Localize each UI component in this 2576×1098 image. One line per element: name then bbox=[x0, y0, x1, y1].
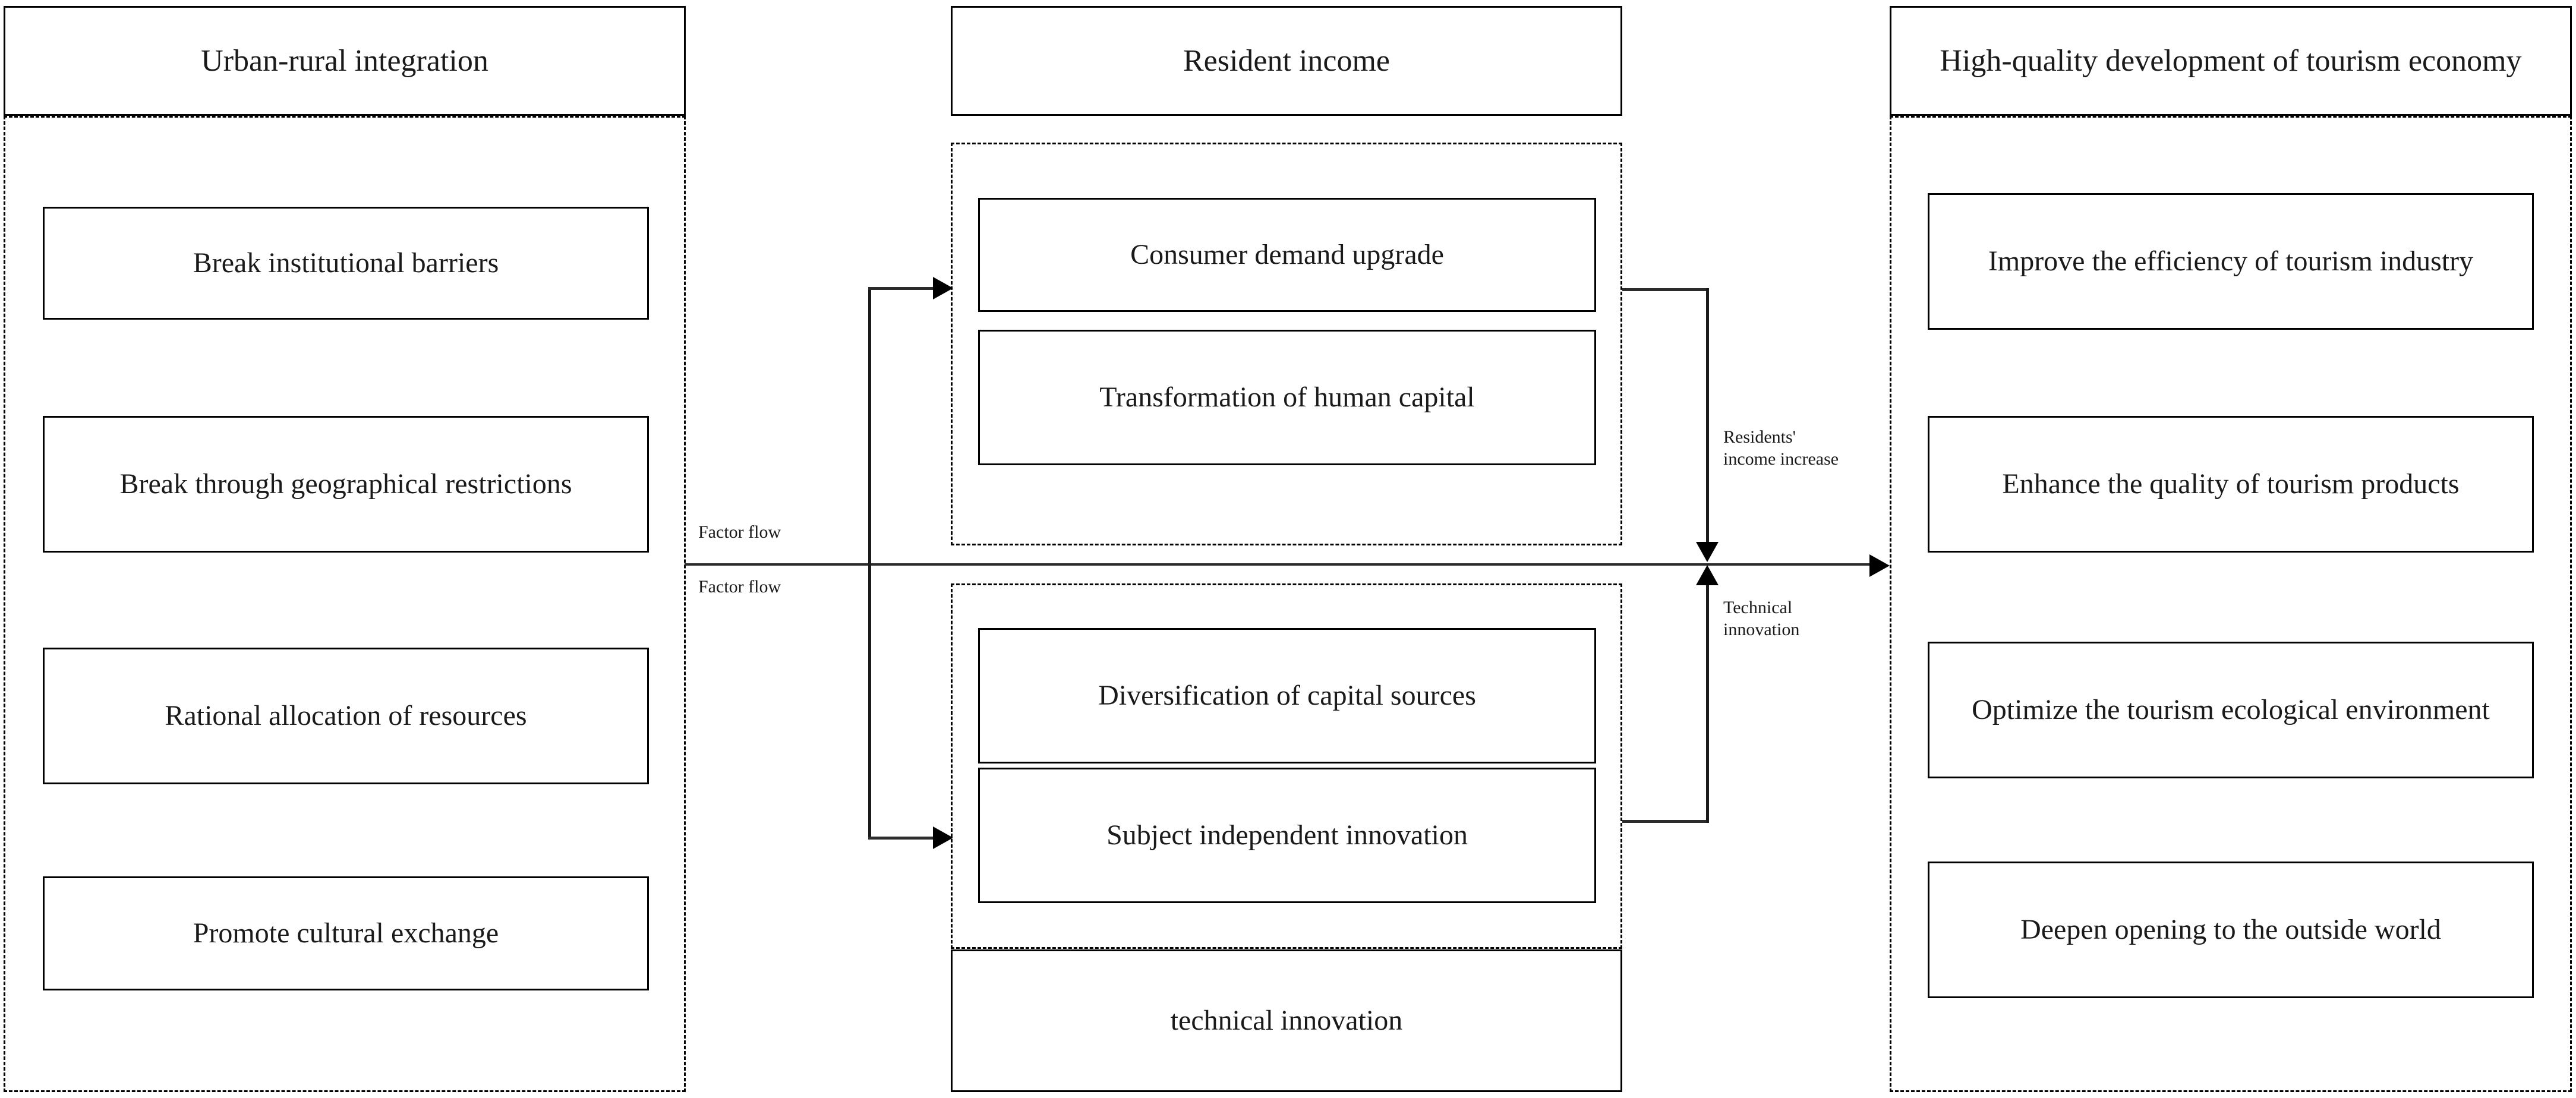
column-2-bottom-group bbox=[951, 583, 1622, 949]
factor-flow-branch-top-arrow bbox=[933, 277, 953, 299]
income-increase-label: Residents' income increase bbox=[1723, 427, 1839, 469]
column-2-header-label: Resident income bbox=[1183, 43, 1391, 78]
column-2-bottom-item-2-label: Subject independent innovation bbox=[1106, 819, 1468, 851]
technical-innovation-vertical-line bbox=[1706, 585, 1709, 823]
column-2-footer-label: technical innovation bbox=[1170, 1004, 1403, 1036]
technical-innovation-label: Technical innovation bbox=[1723, 598, 1800, 639]
column-3-item-3: Optimize the tourism ecological environm… bbox=[1928, 642, 2534, 778]
column-1-item-2-label: Break through geographical restrictions bbox=[119, 468, 572, 500]
column-2-top-group bbox=[951, 143, 1622, 545]
column-3-item-1: Improve the efficiency of tourism indust… bbox=[1928, 193, 2534, 330]
column-2-header: Resident income bbox=[951, 6, 1622, 116]
factor-flow-branch-bottom-line bbox=[868, 837, 937, 840]
column-2-bottom-item-2: Subject independent innovation bbox=[978, 768, 1596, 903]
technical-innovation-feed-line bbox=[1622, 820, 1708, 823]
column-3-container bbox=[1890, 116, 2572, 1092]
column-3-item-2-label: Enhance the quality of tourism products bbox=[2002, 468, 2460, 500]
column-3-header-label: High-quality development of tourism econ… bbox=[1940, 43, 2522, 78]
column-3-item-4: Deepen opening to the outside world bbox=[1928, 862, 2534, 998]
income-increase-vertical-line bbox=[1706, 288, 1709, 544]
column-3-item-4-label: Deepen opening to the outside world bbox=[2020, 913, 2441, 945]
column-3-item-3-label: Optimize the tourism ecological environm… bbox=[1972, 693, 2490, 725]
factor-flow-label-top: Factor flow bbox=[698, 522, 781, 542]
factor-flow-branch-bottom-arrow bbox=[933, 826, 953, 849]
column-2-top-item-2: Transformation of human capital bbox=[978, 330, 1596, 465]
column-3-header: High-quality development of tourism econ… bbox=[1890, 6, 2572, 116]
column-1-container bbox=[4, 116, 686, 1092]
column-2-bottom-item-1: Diversification of capital sources bbox=[978, 628, 1596, 763]
column-1-header-label: Urban-rural integration bbox=[201, 43, 488, 78]
trunk-terminal-arrow bbox=[1869, 554, 1890, 577]
column-2-bottom-item-1-label: Diversification of capital sources bbox=[1098, 679, 1476, 711]
column-1-header: Urban-rural integration bbox=[4, 6, 686, 116]
column-2-top-item-1-label: Consumer demand upgrade bbox=[1130, 238, 1444, 270]
column-1-item-1-label: Break institutional barriers bbox=[193, 247, 499, 279]
column-3-item-1-label: Improve the efficiency of tourism indust… bbox=[1988, 245, 2474, 277]
factor-flow-vertical-line bbox=[868, 287, 871, 840]
factor-flow-branch-top-line bbox=[868, 287, 937, 290]
column-1-item-3: Rational allocation of resources bbox=[43, 648, 649, 784]
column-2-footer-box: technical innovation bbox=[951, 949, 1622, 1092]
column-1-item-2: Break through geographical restrictions bbox=[43, 416, 649, 553]
column-2-top-item-1: Consumer demand upgrade bbox=[978, 198, 1596, 312]
income-increase-feed-line bbox=[1622, 288, 1708, 291]
column-2-top-item-2-label: Transformation of human capital bbox=[1099, 381, 1475, 413]
factor-flow-label-bottom: Factor flow bbox=[698, 577, 781, 597]
technical-innovation-arrow bbox=[1696, 565, 1719, 585]
factor-flow-trunk-line bbox=[685, 563, 1873, 566]
column-1-item-4-label: Promote cultural exchange bbox=[193, 917, 499, 949]
column-1-item-4: Promote cultural exchange bbox=[43, 876, 649, 990]
column-3-item-2: Enhance the quality of tourism products bbox=[1928, 416, 2534, 553]
column-1-item-3-label: Rational allocation of resources bbox=[165, 699, 527, 731]
income-increase-arrow bbox=[1696, 542, 1719, 562]
column-1-item-1: Break institutional barriers bbox=[43, 207, 649, 320]
